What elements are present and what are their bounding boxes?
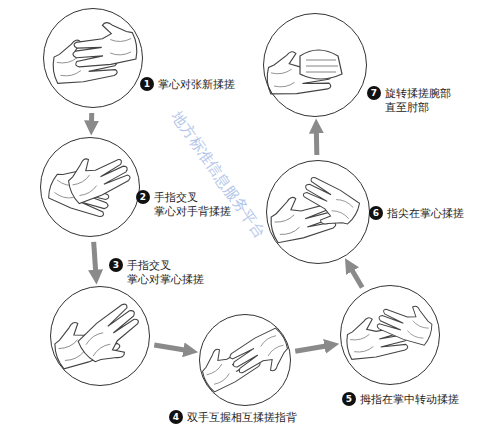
callout-number: 1 xyxy=(140,77,154,91)
hands-step-5 xyxy=(343,296,438,362)
step-arrow xyxy=(295,345,332,351)
step-circle: 掌心对张新揉搓 xyxy=(43,8,143,108)
hands-step-3 xyxy=(48,300,151,373)
hands-step-6 xyxy=(265,174,362,245)
hands-step-2 xyxy=(46,144,133,219)
hands-step-1 xyxy=(50,19,139,86)
step-arrow xyxy=(349,265,362,288)
callout-number: 2 xyxy=(136,190,150,204)
step-circle: 指尖在掌心揉搓 xyxy=(266,160,370,264)
hands-step-4 xyxy=(195,326,296,395)
step-arrow xyxy=(94,242,96,277)
callout-number: 3 xyxy=(109,258,123,272)
step-circle: 手指交叉 掌心对掌心揉搓 xyxy=(50,286,150,386)
watermark: 地方标准信息服务平台 xyxy=(167,108,269,242)
step-circle: 旋转揉搓腕部 直至肘部 xyxy=(263,13,367,117)
step-arrow xyxy=(154,345,190,351)
step-label: 双手互握相互揉搓指背 xyxy=(187,411,337,425)
step-circle: 双手互握相互揉搓指背 xyxy=(199,314,291,406)
step-label: 掌心对张新揉搓 xyxy=(158,78,258,92)
callout-number: 5 xyxy=(342,392,356,406)
step-label: 拇指在掌中转动揉搓 xyxy=(360,393,485,407)
callout-number: 7 xyxy=(367,86,381,100)
step-label: 旋转揉搓腕部 直至肘部 xyxy=(385,87,475,115)
step-arrow xyxy=(314,126,320,155)
callout-number: 6 xyxy=(369,206,383,220)
step-label: 指尖在掌心揉搓 xyxy=(387,207,482,221)
step-arrow xyxy=(89,113,94,128)
step-circle: 拇指在掌中转动揉搓 xyxy=(340,285,440,385)
step-label: 手指交叉 掌心对掌心揉搓 xyxy=(127,259,215,287)
step-circle: 手指交叉 掌心对手背揉搓 xyxy=(40,137,140,237)
hands-step-7 xyxy=(265,49,342,96)
callout-number: 4 xyxy=(169,410,183,424)
step-label: 手指交叉 掌心对手背揉搓 xyxy=(154,191,242,219)
